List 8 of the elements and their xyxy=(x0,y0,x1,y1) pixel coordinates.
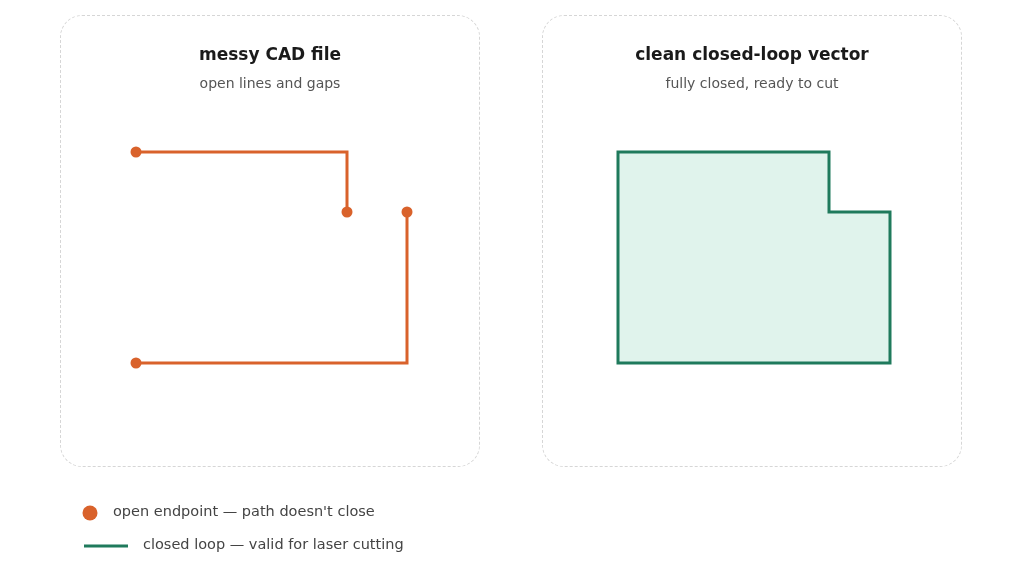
legend-text: open endpoint — path doesn't close xyxy=(113,503,375,519)
panel-card xyxy=(542,15,962,467)
panel-title: messy CAD file xyxy=(198,44,342,64)
panel-subtitle: fully closed, ready to cut xyxy=(665,75,839,91)
panel-subtitle: open lines and gaps xyxy=(199,75,341,91)
panel-card xyxy=(60,15,480,467)
panel-title: clean closed-loop vector xyxy=(635,44,869,64)
legend-text: closed loop — valid for laser cutting xyxy=(143,536,404,552)
